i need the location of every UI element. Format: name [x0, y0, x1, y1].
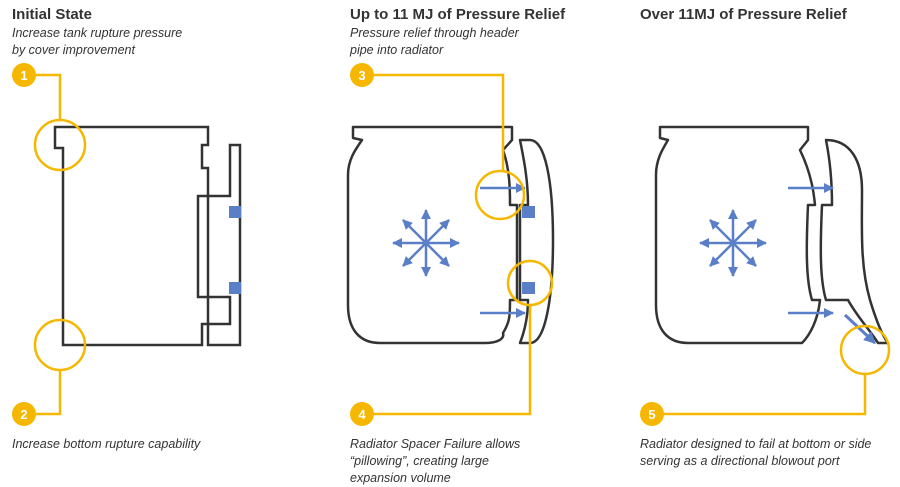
marker-1: 1 [12, 63, 36, 87]
callout-circle-3 [474, 169, 526, 221]
panel-3-title: Over 11MJ of Pressure Relief [640, 6, 847, 23]
relief-flow-arrows-2 [480, 183, 526, 318]
pressure-burst-arrows-3 [699, 209, 767, 277]
leader-line-3 [362, 73, 505, 171]
marker-2-number: 2 [20, 407, 27, 422]
marker-3: 3 [350, 63, 374, 87]
tank-body-outline [53, 125, 210, 347]
panel-3-callouts [652, 324, 891, 416]
marker-1-number: 1 [20, 68, 27, 83]
panel-3-tank [654, 125, 890, 345]
panel-2-title: Up to 11 MJ of Pressure Relief [350, 6, 566, 23]
caption-4: Radiator Spacer Failure allows “pillowin… [350, 437, 521, 485]
panel-2-subtitle: Pressure relief through header pipe into… [350, 26, 519, 57]
panel-1-title: Initial State [12, 6, 93, 23]
pillowed-tank-outline [346, 125, 519, 345]
leader-line-5 [652, 374, 867, 416]
spacer-top-2 [522, 206, 535, 218]
panel-1-subtitle: Increase tank rupture pressure by cover … [12, 26, 183, 57]
radiator-outline [206, 143, 242, 347]
relief-flow-arrows-3 [788, 183, 877, 345]
caption-2: Increase bottom rupture capability [12, 437, 201, 451]
blowout-tank-outline [654, 125, 822, 345]
blowout-radiator-outline [819, 138, 890, 345]
radiator-spacer-top [229, 206, 241, 218]
leader-line-4 [362, 305, 532, 416]
caption-5: Radiator designed to fail at bottom or s… [640, 437, 872, 468]
marker-5-number: 5 [648, 407, 655, 422]
marker-3-number: 3 [358, 68, 365, 83]
panel-2-tank [346, 125, 555, 345]
marker-4: 4 [350, 402, 374, 426]
panel-2-callouts [362, 73, 554, 416]
marker-4-number: 4 [358, 407, 366, 422]
radiator-spacer-bottom [229, 282, 241, 294]
pressure-burst-arrows-2 [392, 209, 460, 277]
spacer-bottom-2 [522, 282, 535, 294]
panel-1-tank [53, 125, 242, 347]
marker-5: 5 [640, 402, 664, 426]
marker-2: 2 [12, 402, 36, 426]
